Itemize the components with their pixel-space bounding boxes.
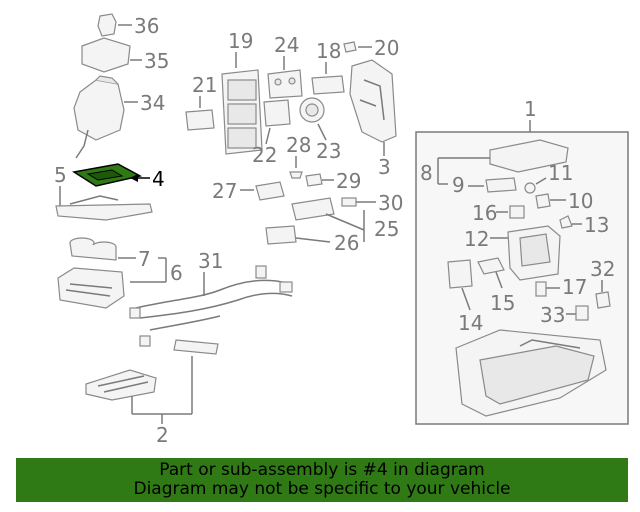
part-10-shape [535, 193, 551, 209]
callout-32: 32 [590, 257, 615, 281]
part-26-shape [265, 225, 297, 245]
callout-27: 27 [212, 179, 237, 203]
callout-25: 25 [374, 217, 399, 241]
callout-17: 17 [562, 275, 587, 299]
part-6-shape [57, 267, 125, 309]
part-32-shape [595, 291, 611, 309]
callout-11: 11 [548, 161, 573, 185]
part-35-shape [81, 37, 131, 73]
part-2-shape-b [85, 369, 157, 401]
part-12-shape [507, 225, 561, 281]
part-28-shape [289, 171, 303, 179]
part-15-shape [477, 257, 505, 275]
console-base-shape [455, 329, 607, 417]
part-2-shape-a [173, 339, 219, 355]
callout-29: 29 [336, 169, 361, 193]
part-13-shape [559, 215, 573, 229]
part-30-shape [341, 197, 357, 207]
callout-2: 2 [156, 423, 169, 447]
banner-line-2: Diagram may not be specific to your vehi… [133, 479, 511, 499]
callout-16: 16 [472, 201, 497, 225]
part-20-shape [343, 41, 357, 53]
part-29-shape [305, 173, 323, 187]
callout-5: 5 [54, 163, 67, 187]
callout-22: 22 [252, 143, 277, 167]
part-16-shape [509, 205, 525, 219]
callout-34: 34 [140, 91, 165, 115]
part-31-shape [129, 265, 293, 347]
callout-35: 35 [144, 49, 169, 73]
part-7-shape [69, 237, 117, 261]
part-23-shape [299, 97, 325, 123]
callout-24: 24 [274, 33, 299, 57]
callout-10: 10 [568, 189, 593, 213]
callout-4: 4 [152, 167, 165, 191]
part-21-shape [185, 109, 215, 131]
part-27-shape [255, 181, 285, 201]
part-17-shape [535, 281, 547, 297]
part-19-shape [221, 69, 263, 155]
part-36-shape [97, 13, 117, 37]
info-banner: Part or sub-assembly is #4 in diagram Di… [16, 458, 628, 502]
callout-15: 15 [490, 291, 515, 315]
callout-7: 7 [138, 247, 151, 271]
part-11-shape [524, 182, 536, 194]
callout-30: 30 [378, 191, 403, 215]
callout-33: 33 [540, 303, 565, 327]
part-33-shape [575, 305, 589, 321]
callout-9: 9 [452, 173, 465, 197]
callout-36: 36 [134, 14, 159, 38]
callout-12: 12 [464, 227, 489, 251]
banner-line-1: Part or sub-assembly is #4 in diagram [159, 460, 485, 480]
part-34-shape [73, 75, 125, 159]
part-22-shape [263, 99, 291, 127]
part-5-shape [55, 195, 153, 221]
part-14-shape [447, 259, 473, 289]
part-25-shape [291, 197, 335, 221]
callout-21: 21 [192, 73, 217, 97]
callout-14: 14 [458, 311, 483, 335]
callout-13: 13 [584, 213, 609, 237]
part-8-shape [489, 139, 569, 173]
callout-19: 19 [228, 29, 253, 53]
callout-31: 31 [198, 249, 223, 273]
callout-26: 26 [334, 231, 359, 255]
part-24-shape [267, 69, 303, 99]
callout-1: 1 [524, 97, 537, 121]
part-3-shape [349, 59, 397, 143]
callout-23: 23 [316, 139, 341, 163]
part-4-shape [71, 163, 143, 187]
callout-18: 18 [316, 39, 341, 63]
callout-28: 28 [286, 133, 311, 157]
part-9-shape [485, 177, 517, 193]
callout-8: 8 [420, 161, 433, 185]
callout-3: 3 [378, 155, 391, 179]
callout-6: 6 [170, 261, 183, 285]
part-18-shape [311, 75, 345, 95]
callout-20: 20 [374, 36, 399, 60]
